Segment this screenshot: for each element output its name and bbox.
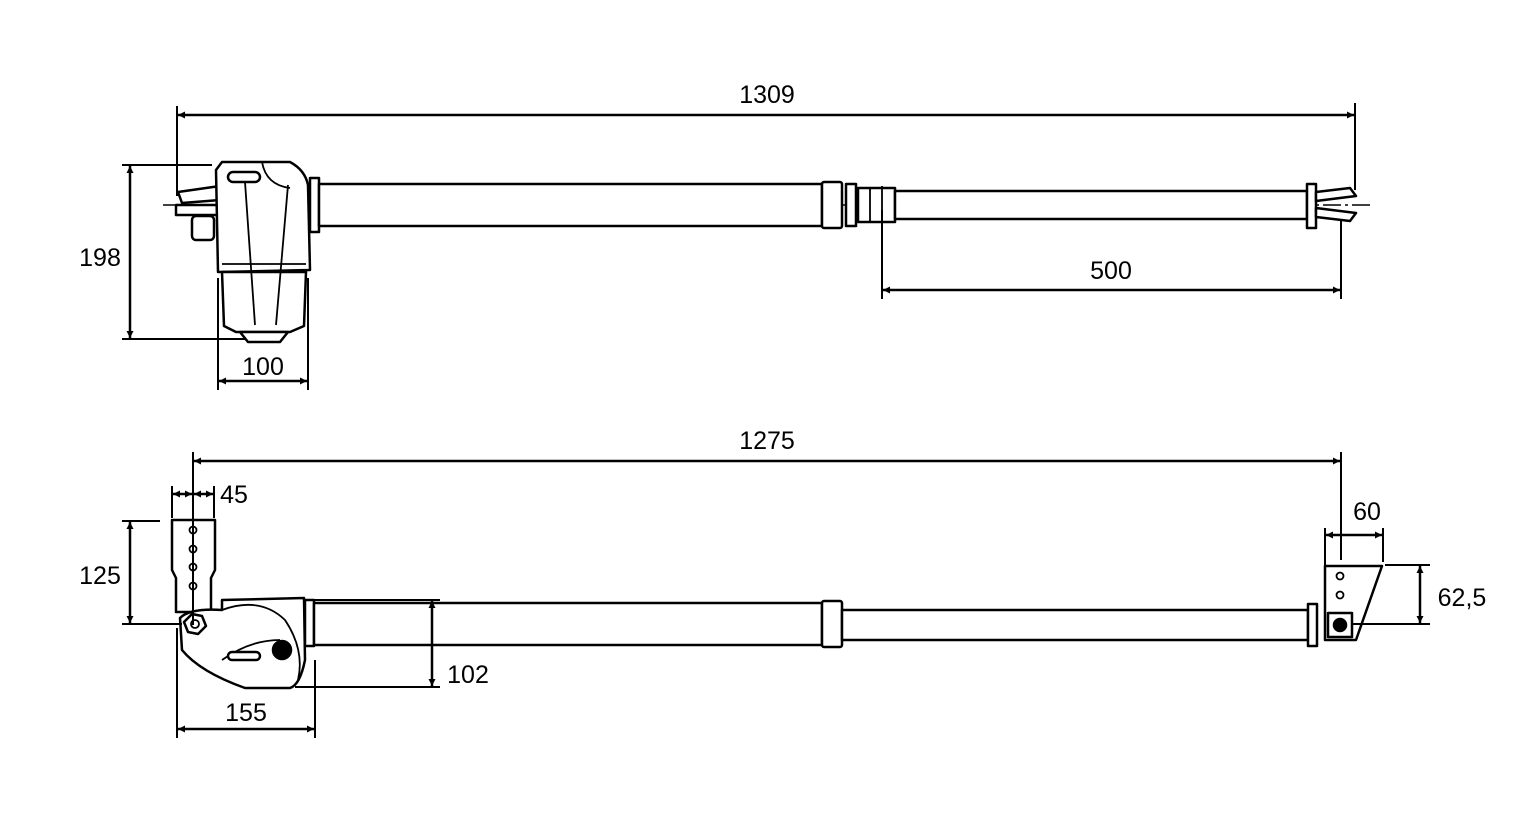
front-bracket-side bbox=[1306, 564, 1384, 648]
dimension-label-overall-length-side: 1275 bbox=[739, 427, 795, 455]
motor-housing-top bbox=[214, 160, 321, 344]
tube-collar-side bbox=[820, 599, 844, 649]
motor-housing-side bbox=[178, 596, 316, 690]
dimension-label-tube-height: 102 bbox=[447, 661, 489, 689]
pivot-bolt-icon bbox=[182, 612, 208, 636]
outer-tube-top bbox=[317, 182, 824, 228]
piston-rod-top bbox=[893, 189, 1309, 221]
dimension-label-bracket-offset: 45 bbox=[220, 481, 248, 509]
side-view: 1275 45 125 102 155 60 62,5 bbox=[79, 427, 1486, 738]
dimension-label-height: 198 bbox=[79, 244, 121, 272]
piston-rod-side bbox=[840, 608, 1310, 642]
rod-seals-top bbox=[844, 182, 897, 228]
outer-tube-side bbox=[312, 601, 824, 647]
rear-mount-top bbox=[174, 184, 222, 242]
dimension-label-rear-bracket-height: 62,5 bbox=[1438, 584, 1487, 612]
dimension-label-stroke: 500 bbox=[1090, 257, 1132, 285]
dimension-label-motor-length: 155 bbox=[225, 699, 267, 727]
front-fork-top bbox=[1305, 182, 1358, 230]
dimension-label-overall-length-top: 1309 bbox=[739, 81, 795, 109]
top-view: 1309 198 100 500 bbox=[79, 81, 1372, 390]
dimension-label-motor-width: 100 bbox=[242, 353, 284, 381]
tube-collar-top bbox=[820, 180, 844, 230]
dimension-label-bracket-width: 60 bbox=[1353, 498, 1381, 526]
dimension-label-bracket-height: 125 bbox=[79, 562, 121, 590]
